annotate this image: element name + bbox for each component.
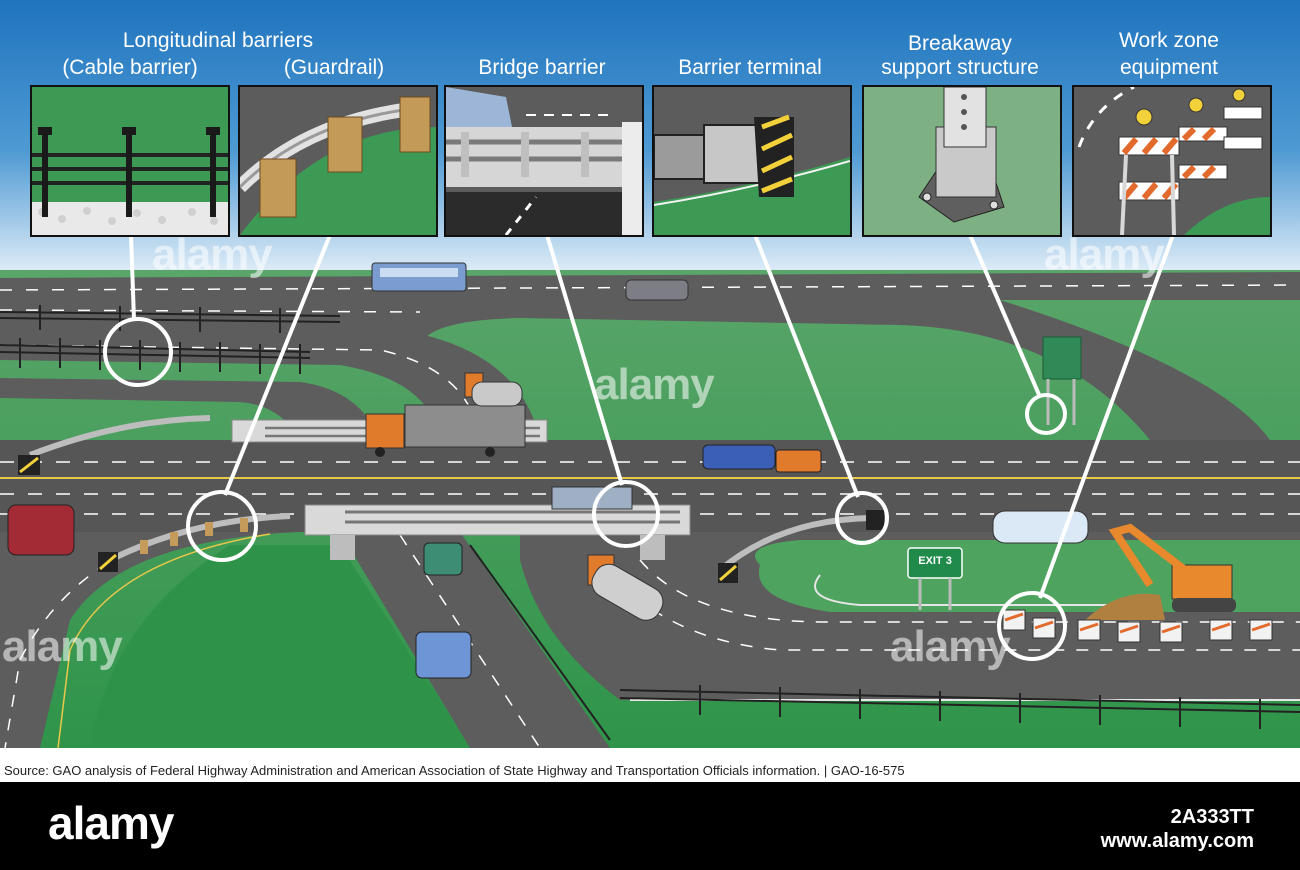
panel-barrier-terminal	[652, 85, 852, 237]
label-cable-barrier: (Cable barrier)	[62, 56, 198, 79]
scene-barricades	[1002, 609, 1273, 643]
label-guardrail: (Guardrail)	[283, 56, 385, 79]
excavator	[1085, 523, 1236, 620]
terminal-markers	[18, 455, 884, 583]
source-strip	[0, 748, 1300, 782]
guardrail-upper	[28, 415, 211, 458]
panel-cable-barrier	[30, 85, 230, 237]
barricade-stripes	[1004, 612, 1271, 634]
left-ramp	[0, 320, 540, 440]
car-blue	[702, 444, 776, 470]
car-white	[992, 510, 1089, 544]
panel-work-zone	[1072, 85, 1272, 237]
panel-bridge-barrier	[444, 85, 644, 237]
alamy-logo: alamy	[48, 797, 174, 849]
overpass-bridge	[304, 504, 691, 560]
guardrail-exit	[718, 515, 871, 573]
bus	[371, 262, 467, 292]
underpass-road	[340, 532, 610, 748]
car-red	[7, 504, 75, 556]
cable-barrier-scene	[0, 305, 341, 374]
loop-ramp	[0, 532, 300, 748]
far-road	[0, 272, 1300, 440]
callout-lines	[129, 234, 1175, 599]
left-lower-ramp	[0, 378, 380, 440]
guardrail-posts	[140, 518, 248, 554]
van-orange	[775, 449, 822, 473]
car-green	[423, 542, 463, 576]
label-workzone-line2: equipment	[1119, 56, 1219, 79]
overhead-sign	[1042, 336, 1082, 425]
watermark-alamy: alamy	[152, 230, 273, 279]
label-barrier-terminal: Barrier terminal	[678, 56, 822, 79]
alamy-footer	[0, 782, 1300, 870]
label-bridge-barrier: Bridge barrier	[478, 56, 606, 79]
panel-guardrail	[238, 85, 438, 237]
tanker-upper	[464, 372, 523, 407]
guardrail-lower	[108, 513, 291, 563]
image-id: 2A333TT	[1170, 806, 1254, 828]
label-workzone-line1: Work zone	[1119, 29, 1219, 52]
grass-bottom-left	[90, 545, 470, 748]
cable-barrier-bottom	[469, 544, 1300, 741]
callout-circles	[103, 317, 1067, 661]
source-note: Source: GAO analysis of Federal Highway …	[4, 763, 905, 778]
pickup-gray	[551, 486, 633, 510]
exit-sign-label: EXIT 3	[918, 555, 952, 567]
watermark-alamy: alamy	[1044, 230, 1165, 279]
alamy-url: www.alamy.com	[1100, 830, 1254, 852]
watermark-alamy: alamy	[594, 360, 715, 409]
truck-upper	[365, 404, 526, 457]
label-longitudinal-barriers: Longitudinal barriers	[122, 29, 314, 52]
label-breakaway-line1: Breakaway	[908, 32, 1012, 55]
panel-breakaway-support	[862, 85, 1062, 237]
tanker-lower	[587, 554, 664, 621]
car-blue-lower	[415, 631, 472, 679]
label-breakaway-line2: support structure	[881, 56, 1039, 79]
watermark-alamy: alamy	[2, 622, 123, 671]
exit-sign	[907, 547, 963, 610]
watermark-alamy: alamy	[890, 622, 1011, 671]
car-far	[625, 279, 689, 301]
